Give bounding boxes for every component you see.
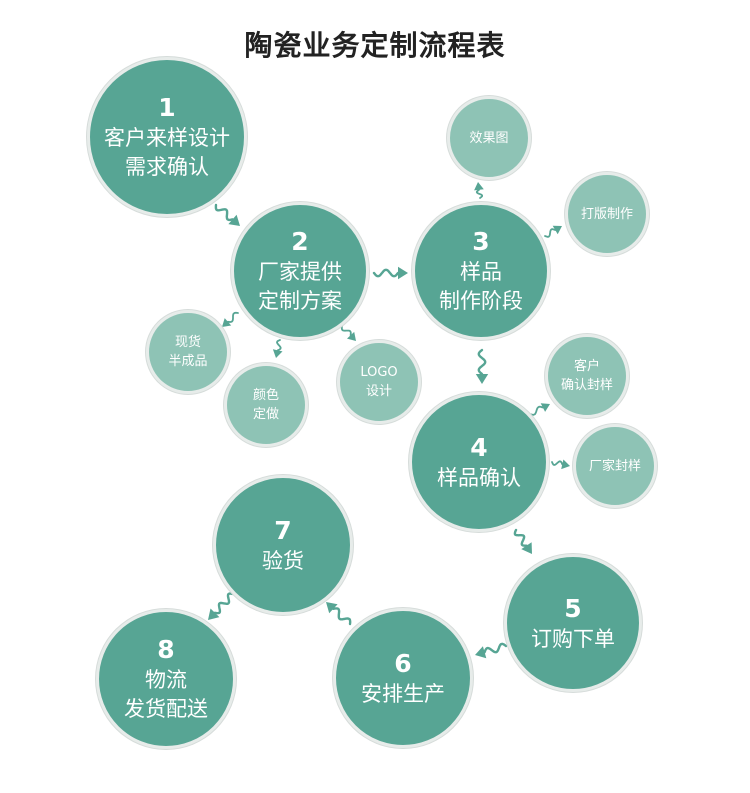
step-7-circle: 7 验货 (213, 475, 353, 615)
arrow-3-to-rendering-head (474, 182, 484, 191)
arrow-4-to-factory-head (561, 459, 570, 470)
arrow-3-to-rendering-line (475, 188, 483, 199)
sub-item-label-line-2: 定做 (252, 407, 279, 422)
step-5-number: 5 (564, 593, 582, 623)
step-8-label-line-1: 物流 (145, 668, 187, 692)
sub-item-logo-design: LOGO 设计 (337, 340, 421, 424)
sub-item-label-line-1: 颜色 (252, 388, 279, 403)
sub-item-factory-seal-sample: 厂家封样 (573, 424, 657, 508)
arrow-4-to-customer-head (540, 403, 550, 412)
step-3-label-line-1: 样品 (460, 260, 502, 284)
step-6-number: 6 (394, 648, 412, 678)
arrow-1-to-2-head (228, 214, 240, 226)
arrow-4-to-factory-line (551, 460, 564, 466)
step-8-number: 8 (157, 635, 175, 664)
step-8-circle: 8 物流 发货配送 (96, 609, 236, 749)
step-6-circle: 6 安排生产 (333, 608, 473, 748)
step-6-label-line-1: 安排生产 (361, 681, 445, 706)
arrow-3-to-prototype-line (544, 228, 557, 238)
sub-item-label-line-1: 现货 (174, 335, 201, 350)
step-5-label-line-1: 订购下单 (531, 626, 615, 651)
step-4-label-line-1: 样品确认 (437, 465, 521, 490)
arrow-2-to-3-head (398, 266, 408, 280)
sub-item-label-line-1: LOGO (360, 365, 398, 380)
step-2-number: 2 (291, 227, 309, 256)
arrow-3-to-prototype-head (552, 225, 562, 235)
sub-item-customer-confirm-sample: 客户 确认封样 (545, 334, 629, 418)
step-8-label-line-2: 发货配送 (124, 697, 208, 721)
step-1-label-line-1: 客户来样设计 (104, 126, 230, 150)
step-3-number: 3 (472, 227, 490, 256)
step-3-circle: 3 样品 制作阶段 (412, 202, 550, 340)
step-4-circle: 4 样品确认 (409, 392, 549, 532)
arrow-4-to-5-line (513, 528, 528, 547)
step-5-circle: 5 订购下单 (504, 554, 642, 692)
sub-item-prototype-making: 打版制作 (565, 172, 649, 256)
sub-item-label-line-2: 确认封样 (560, 378, 613, 393)
sub-item-label-line-1: 打版制作 (580, 206, 633, 222)
arrow-7-to-8-line (213, 592, 235, 615)
arrow-1-to-2-line (214, 203, 234, 222)
page-title: 陶瓷业务定制流程表 (244, 29, 506, 62)
step-3-label-line-2: 制作阶段 (439, 289, 523, 313)
step-2-circle: 2 厂家提供 定制方案 (231, 202, 369, 340)
sub-item-custom-color: 颜色 定做 (224, 363, 308, 447)
sub-item-label-line-2: 设计 (365, 384, 392, 399)
arrow-6-to-7-line (332, 607, 352, 626)
step-4-number: 4 (470, 432, 488, 462)
arrow-4-to-customer-line (529, 405, 544, 416)
sub-item-rendering: 效果图 (447, 96, 531, 180)
step-1-circle: 1 客户来样设计 需求确认 (87, 57, 247, 217)
step-1-number: 1 (158, 93, 176, 122)
arrow-2-to-logo-head (347, 331, 356, 341)
step-2-label-line-1: 厂家提供 (258, 260, 342, 284)
arrow-2-to-3-line (372, 268, 400, 278)
sub-item-stock-semi-finished: 现货 半成品 (146, 310, 230, 394)
sub-item-label-line-1: 客户 (573, 359, 600, 374)
sub-item-label-line-1: 效果图 (469, 130, 509, 146)
arrow-2-to-color-line (276, 339, 282, 352)
arrow-3-to-4-head (475, 374, 489, 384)
arrow-5-to-6-head (475, 646, 487, 659)
arrow-2-to-stock-head (222, 318, 232, 327)
arrow-4-to-5-head (521, 542, 532, 554)
step-7-number: 7 (274, 515, 292, 545)
step-1-label-line-2: 需求确认 (125, 155, 209, 179)
arrow-2-to-stock-line (227, 311, 239, 323)
arrow-7-to-8-head (208, 608, 220, 620)
arrow-5-to-6-line (483, 642, 508, 654)
arrow-2-to-logo-line (340, 325, 352, 337)
step-2-label-line-2: 定制方案 (258, 289, 342, 313)
arrow-2-to-color-head (272, 349, 283, 358)
sub-item-label-line-1: 厂家封样 (588, 458, 641, 474)
step-7-label-line-1: 验货 (262, 548, 304, 573)
arrow-6-to-7-head (326, 602, 338, 614)
arrow-3-to-4-line (477, 348, 487, 376)
sub-item-label-line-2: 半成品 (168, 354, 208, 369)
